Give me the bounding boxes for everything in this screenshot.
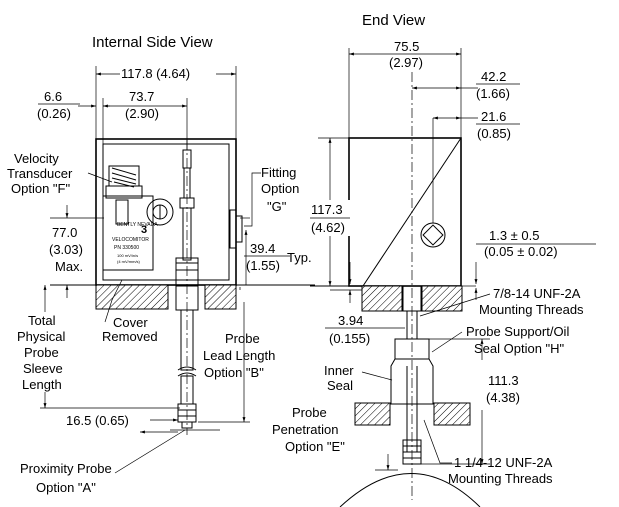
transducer-pn: PN 330500 [114,245,139,251]
dim-77-0-mm: 77.0 [52,225,77,240]
dim-111-3-mm: 111.3 [488,373,519,388]
dim-117-8: 117.8 (4.64) [121,66,190,81]
dim-111-3-in: (4.38) [486,390,520,405]
dim-73-7-in: (2.90) [125,106,159,121]
dim-75-5-mm: 75.5 [394,39,419,54]
dim-6-6-mm: 6.6 [44,89,62,104]
target-shaft [339,473,481,507]
dim-77-0-max: Max. [55,259,83,274]
transducer-product: VELOCOMITOR [112,237,149,243]
dim-73-7-mm: 73.7 [129,89,154,104]
fitting-label-1: Fitting [261,165,296,180]
transducer-connector [105,185,143,199]
total-probe-label-3: Probe [24,345,59,360]
probe-lead-label-3: Option "B" [204,365,264,380]
left-callouts: Velocity Transducer Option "F" Fitting O… [7,151,299,495]
transducer-brand: BENTLY NEVADA [117,222,158,228]
internal-side-view-title: Internal Side View [92,34,213,51]
inner-seal-label-1: Inner [324,363,354,378]
total-probe-label-2: Physical [17,329,66,344]
probe-lead-label-1: Probe [225,331,260,346]
dim-6-6-in: (0.26) [37,106,71,121]
end-view [310,72,481,507]
dim-39-4-in: (1.55) [246,258,280,273]
velocity-transducer: BENTLY NEVADA 3 VELOCOMITOR PN 330500 10… [102,165,158,271]
dim-42-2-mm: 42.2 [481,69,506,84]
thread-1-1-4-label-1: 1 1/4-12 UNF-2A [454,455,553,470]
total-probe-label-5: Length [22,377,62,392]
total-probe-label-4: Sleeve [23,361,63,376]
fitting-g [235,215,243,243]
dim-1-3-mm: 1.3 ± 0.5 [489,228,540,243]
velocity-label-3: Option "F" [11,181,70,196]
dim-16-5: 16.5 (0.65) [66,413,129,428]
dim-3-94-mm: 3.94 [338,313,363,328]
transducer-spec1: 100 mV/in/s [117,253,138,258]
total-probe-label-1: Total [28,313,56,328]
fitting-label-3: "G" [267,199,287,214]
proximity-label-2: Option "A" [36,480,96,495]
end-housing [348,137,462,287]
right-callouts: 7/8-14 UNF-2A Mounting Threads Probe Sup… [272,286,584,486]
dim-3-94-in: (0.155) [329,331,370,346]
fitting-label-2: Option [261,181,299,196]
probe-support-label-2: Seal Option "H" [474,341,565,356]
mounting-hole [146,198,174,226]
dim-1-3-in: (0.05 ± 0.02) [484,244,558,259]
dim-77-0-in: (3.03) [49,242,83,257]
proximity-label-1: Proximity Probe [20,461,112,476]
penetration-label-3: Option "E" [285,439,345,454]
inner-seal-label-2: Seal [327,378,353,393]
cover-removed-label-2: Removed [102,329,158,344]
transducer-body [102,195,154,271]
transducer-connector-pin [115,199,129,225]
transducer-spec2: (4 mV/mm/s) [117,259,141,264]
thread-1-1-4-label-2: Mounting Threads [448,471,553,486]
machine-case-right [204,284,237,310]
velocity-label-1: Velocity [14,151,59,166]
dim-39-4-mm: 39.4 [250,241,275,256]
thread-7-8-label-1: 7/8-14 UNF-2A [493,286,581,301]
transducer-coil [111,167,137,188]
left-dimensions: 117.8 (4.64) 73.7 (2.90) 6.6 (0.26) 77.0… [10,66,312,434]
probe-lead-label-2: Lead Length [203,348,275,363]
dim-117-3-in: (4.62) [311,220,345,235]
transducer-number: 3 [141,224,147,236]
probe-support-label-1: Probe Support/Oil [466,324,569,339]
right-dimensions: 75.5 (2.97) 42.2 (1.66) 21.6 (0.85) 117.… [310,39,596,471]
internal-side-view: BENTLY NEVADA 3 VELOCOMITOR PN 330500 10… [50,138,315,435]
penetration-label-1: Probe [292,405,327,420]
end-mounting-hole [420,222,446,248]
dim-42-2-in: (1.66) [476,86,510,101]
velocity-label-2: Transducer [7,166,73,181]
penetration-label-2: Penetration [272,422,339,437]
end-view-title: End View [362,12,425,29]
machine-case-left [95,284,169,310]
dim-75-5-in: (2.97) [389,55,423,70]
dim-117-3-mm: 117.3 [311,202,343,217]
dim-39-4-typ: Typ. [287,250,312,265]
cover-removed-label-1: Cover [113,315,148,330]
dim-21-6-in: (0.85) [477,126,511,141]
dim-21-6-mm: 21.6 [481,109,506,124]
thread-7-8-label-2: Mounting Threads [479,302,584,317]
